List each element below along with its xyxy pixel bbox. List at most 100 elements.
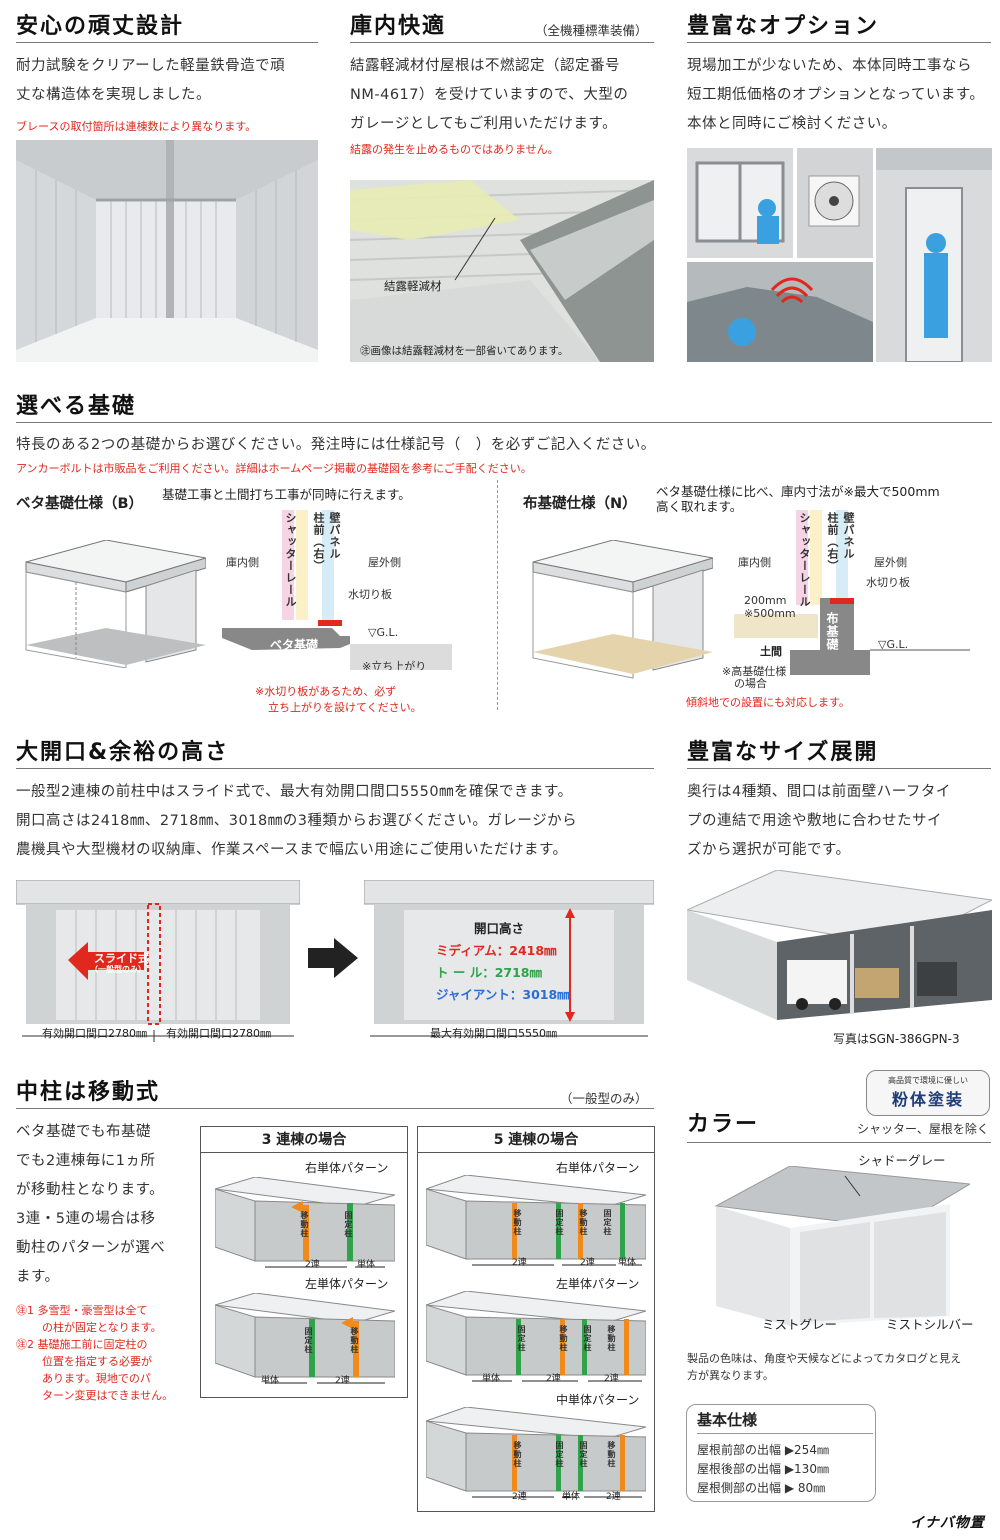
sec2-tag: （全機種標準装備） [535, 23, 648, 38]
color-mist-silver: ミストシルバー [886, 1317, 974, 1332]
five-center-single: 単体 [562, 1492, 581, 1502]
condensation-label: 結露軽減材 [384, 279, 442, 293]
five-right-moving-2: 移動柱 [579, 1209, 588, 1236]
pillar-body: ベタ基礎でも布基礎 でも2連棟毎に1ヵ所 が移動柱となります。 3連・5連の場合… [16, 1118, 186, 1292]
spec-title: 基本仕様 [697, 1411, 758, 1429]
nuno-high-line1: ※高基礎仕様 [722, 665, 787, 678]
open-body: 一般型2連棟の前柱中はスライド式で、最大有効開口間口5550㎜を確保できます。 … [16, 778, 666, 865]
spec-rows: 屋根前部の出幅 ▶254㎜ 屋根後部の出幅 ▶130㎜ 屋根側部の出幅 ▶ 80… [697, 1441, 829, 1498]
three-left-fixed: 固定柱 [304, 1327, 313, 1354]
sec2-body: 結露軽減材付屋根は不燃認定（認定番号 NM-4617）を受けていますので、大型の… [350, 52, 660, 139]
beta-gl: ▽G.L. [368, 626, 399, 639]
spec-row-front-label: 屋根前部の出幅 ▶ [697, 1443, 795, 1457]
five-center-two-2: 2連 [606, 1492, 621, 1502]
arrow-right-icon [308, 938, 358, 982]
width-left: 有効開口間口2780㎜ [42, 1027, 147, 1040]
five-center-fixed-2: 固定柱 [579, 1441, 588, 1468]
powder-coat-badge: 高品質で環境に優しい 粉体塗装 [866, 1070, 990, 1116]
pillar-note1-line1: ㊟1 多雪型・豪雪型は全て [16, 1304, 148, 1317]
option-door-photo [876, 148, 992, 362]
five-left-two-1: 2連 [546, 1374, 561, 1384]
five-right-fixed-2: 固定柱 [603, 1209, 612, 1236]
sec2-note: 結露の発生を止めるものではありません。 [350, 143, 559, 156]
five-center-moving-1: 移動柱 [513, 1441, 522, 1468]
nuno-col2: 柱前（右） [826, 512, 839, 572]
height-medium: ミディアム：2418㎜ [436, 943, 557, 958]
pillar-note2-line2: 位置を指定する必要が [42, 1355, 152, 1368]
three-right-single: 単体 [357, 1260, 376, 1270]
spec-row-front-value: 254㎜ [794, 1443, 829, 1457]
kiso-divider [16, 422, 992, 423]
five-right-moving-1: 移動柱 [513, 1209, 522, 1236]
five-bay-title: 5 連棟の場合 [418, 1127, 654, 1153]
height-giant: ジャイアント：3018㎜ [436, 987, 570, 1002]
three-right-moving: 移動柱 [300, 1211, 309, 1238]
nuno-dim1: 200mm [744, 594, 787, 607]
five-left-fixed-2: 固定柱 [583, 1325, 592, 1352]
five-center-illustration [425, 1406, 647, 1505]
pillar-body-line4: 3連・5連の場合は移 [16, 1211, 156, 1227]
large-garage-photo [687, 870, 992, 1022]
three-left-pattern: 左単体パターン [305, 1277, 389, 1291]
brand-logo: イナバ物置 [910, 1515, 985, 1531]
open-body-line1: 一般型2連棟の前柱中はスライド式で、最大有効開口間口5550㎜を確保できます。 [16, 784, 573, 800]
pillar-tag: （一般型のみ） [560, 1091, 648, 1106]
five-left-illustration [425, 1290, 647, 1389]
spec-row-back: 屋根後部の出幅 ▶130㎜ [697, 1460, 829, 1479]
option-remote-photo [687, 262, 873, 362]
condensation-caption: ㊟画像は結露軽減材を一部省いてあります。 [360, 345, 569, 357]
pillar-note2-line4: ターン変更はできません。 [42, 1389, 174, 1402]
five-left-single: 単体 [482, 1374, 501, 1384]
pillar-body-line5: 動柱のパターンが選べ [16, 1240, 166, 1256]
three-bay-title: 3 連棟の場合 [201, 1127, 407, 1153]
sec1-body: 耐力試験をクリアーした軽量鉄骨造で頑 丈な構造体を実現しました。 [16, 52, 326, 110]
five-left-two-2: 2連 [604, 1374, 619, 1384]
sec3-title: 豊富なオプション [687, 14, 880, 39]
nuno-section-diagram: シャッターレール 柱前（右） 壁パネル 庫内側 屋外側 水切り板 200mm ※… [730, 510, 970, 690]
size-caption: 写真はSGN-386GPN-3 [833, 1032, 960, 1046]
sec2-title: 庫内快適 [350, 14, 447, 39]
five-right-fixed-1: 固定柱 [555, 1209, 564, 1236]
three-right-illustration [214, 1176, 396, 1275]
height-title: 開口高さ [474, 921, 525, 936]
pillar-notes: ㊟1 多雪型・豪雪型は全て の柱が固定となります。 ㊟2 基礎施工前に固定柱の … [16, 1302, 173, 1404]
beta-inside: 庫内側 [226, 556, 259, 569]
beta-outside: 屋外側 [368, 556, 401, 569]
nuno-garage-illustration [523, 540, 713, 690]
basic-spec-box: 基本仕様 屋根前部の出幅 ▶254㎜ 屋根後部の出幅 ▶130㎜ 屋根側部の出幅… [686, 1404, 876, 1502]
beta-rise: ※立ち上がり [362, 660, 427, 670]
size-body: 奥行は4種類、間口は前面壁ハーフタイ プの連結で用途や敷地に合わせたサイ ズから… [687, 778, 997, 865]
five-right-two-2: 2連 [580, 1258, 595, 1268]
beta-title: ベタ基礎仕様（B） [16, 496, 144, 512]
steel-frame-interior-photo [16, 140, 318, 362]
pillar-note2-line1: ㊟2 基礎施工前に固定柱の [16, 1338, 148, 1351]
pillar-divider [16, 1108, 654, 1109]
spec-row-front: 屋根前部の出幅 ▶254㎜ [697, 1441, 829, 1460]
width-max: 最大有効開口間口5550㎜ [430, 1027, 557, 1040]
color-title: カラー [687, 1112, 760, 1137]
height-tall: ト ー ル：2718㎜ [436, 965, 542, 980]
three-right-fixed: 固定柱 [344, 1211, 353, 1238]
three-left-moving: 移動柱 [350, 1327, 359, 1354]
nuno-desc: ベタ基礎仕様に比べ、庫内寸法が※最大で500mm 高く取れます。 [656, 484, 940, 514]
pillar-body-line3: が移動柱となります。 [16, 1182, 165, 1198]
beta-col1: シャッターレール [284, 512, 297, 608]
width-right: 有効開口間口2780㎜ [166, 1027, 271, 1040]
badge-top: 高品質で環境に優しい [888, 1076, 968, 1085]
beta-desc: 基礎工事と土間打ち工事が同時に行えます。 [162, 487, 411, 502]
five-center-fixed-1: 固定柱 [555, 1441, 564, 1468]
color-note-line2: 方が異なります。 [687, 1369, 774, 1382]
max-opening-illustration: 開口高さ ミディアム：2418㎜ ト ー ル：2718㎜ ジャイアント：3018… [364, 880, 654, 1048]
three-right-two: 2連 [305, 1260, 320, 1270]
nuno-title: 布基礎仕様（N） [523, 496, 637, 512]
nuno-outside: 屋外側 [874, 556, 907, 569]
slide-sublabel: （一般型のみ） [90, 965, 146, 974]
kiso-center-divider [497, 480, 498, 710]
spec-row-side: 屋根側部の出幅 ▶ 80㎜ [697, 1479, 829, 1498]
beta-warn1: ※水切り板があるため、必ず [255, 685, 397, 698]
sec3-body-line2: 短工期低価格のオプションとなっています。 [687, 87, 985, 103]
nuno-desc-line2: 高く取れます。 [656, 499, 743, 514]
nuno-high: ※高基礎仕様 の場合 [722, 666, 786, 690]
three-left-illustration [214, 1292, 396, 1391]
nuno-flashing: 水切り板 [866, 576, 910, 589]
